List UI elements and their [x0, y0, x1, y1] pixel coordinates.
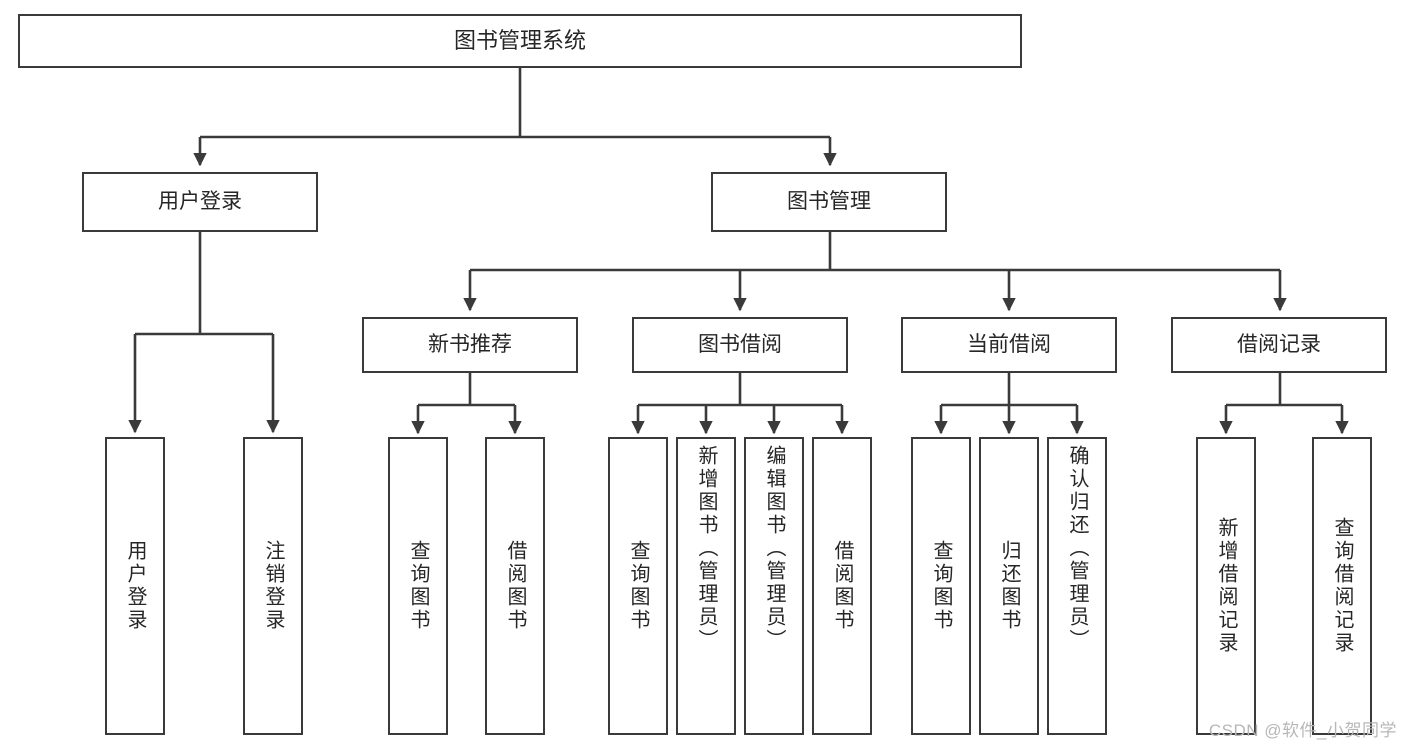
leaf-label: 新增借阅记录 [1215, 517, 1237, 655]
node-new-book-recommend[interactable]: 新书推荐 [362, 317, 578, 373]
node-leaf-confirm-return[interactable]: 确认归还（管理员） [1047, 437, 1107, 735]
node-book-borrow[interactable]: 图书借阅 [632, 317, 848, 373]
node-leaf-return-book[interactable]: 归还图书 [979, 437, 1039, 735]
node-leaf-borrow-book-2[interactable]: 借阅图书 [812, 437, 872, 735]
node-root-system[interactable]: 图书管理系统 [18, 14, 1022, 68]
leaf-label: 查询图书 [407, 540, 429, 632]
node-leaf-query-book-3[interactable]: 查询图书 [911, 437, 971, 735]
node-leaf-query-record[interactable]: 查询借阅记录 [1312, 437, 1372, 735]
node-leaf-user-login[interactable]: 用户登录 [105, 437, 165, 735]
node-leaf-edit-book[interactable]: 编辑图书（管理员） [744, 437, 804, 735]
leaf-label: 确认归还（管理员） [1066, 445, 1088, 652]
leaf-label: 归还图书 [998, 540, 1020, 632]
node-leaf-add-record[interactable]: 新增借阅记录 [1196, 437, 1256, 735]
leaf-label: 注销登录 [262, 540, 284, 632]
leaf-label: 查询图书 [627, 540, 649, 632]
node-leaf-borrow-book-1[interactable]: 借阅图书 [485, 437, 545, 735]
node-user-login[interactable]: 用户登录 [82, 172, 318, 232]
node-borrow-record[interactable]: 借阅记录 [1171, 317, 1387, 373]
leaf-label: 查询借阅记录 [1331, 517, 1353, 655]
leaf-label: 借阅图书 [831, 540, 853, 632]
leaf-label: 新增图书（管理员） [695, 445, 717, 652]
leaf-label: 编辑图书（管理员） [763, 445, 785, 652]
node-current-borrow[interactable]: 当前借阅 [901, 317, 1117, 373]
node-leaf-user-logout[interactable]: 注销登录 [243, 437, 303, 735]
leaf-label: 借阅图书 [504, 540, 526, 632]
node-leaf-query-book-2[interactable]: 查询图书 [608, 437, 668, 735]
node-book-manage[interactable]: 图书管理 [711, 172, 947, 232]
leaf-label: 查询图书 [930, 540, 952, 632]
node-leaf-add-book[interactable]: 新增图书（管理员） [676, 437, 736, 735]
node-leaf-query-book-1[interactable]: 查询图书 [388, 437, 448, 735]
leaf-label: 用户登录 [124, 540, 146, 632]
